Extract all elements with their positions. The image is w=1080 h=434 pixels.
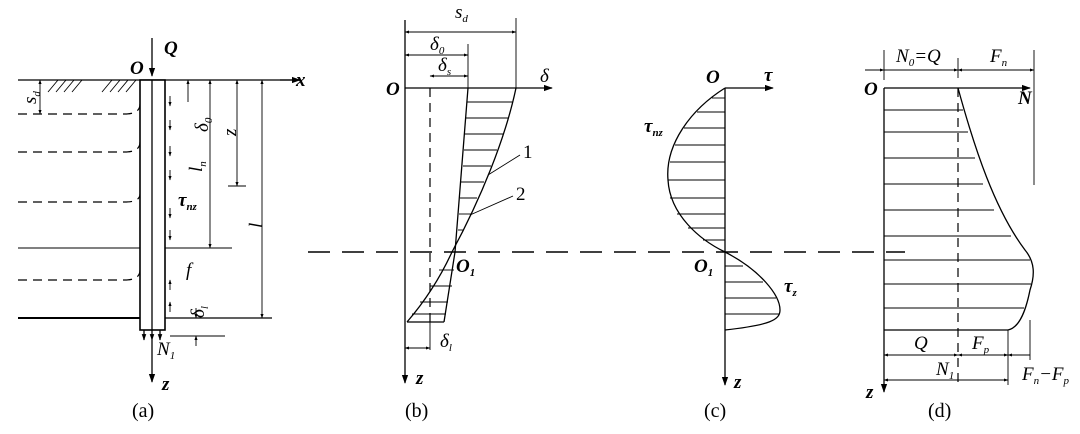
pile-displacement-curve bbox=[443, 87, 469, 323]
ln-label: ln bbox=[186, 161, 209, 172]
origin-O-label-c: O bbox=[706, 67, 720, 88]
caption-b: (b) bbox=[405, 400, 428, 422]
Fp-label: Fp bbox=[971, 333, 990, 356]
N-axis-label: N bbox=[1017, 88, 1033, 109]
axial-force-curve bbox=[957, 87, 1034, 331]
load-Q-label: Q bbox=[164, 38, 178, 59]
z-axis-label-c: z bbox=[733, 372, 742, 393]
caption-c: (c) bbox=[704, 400, 726, 422]
origin-O-label: O bbox=[130, 58, 144, 79]
deltas-label-b: δs bbox=[438, 55, 451, 78]
N1-label: N1 bbox=[156, 339, 175, 362]
tau-nz-label: τnz bbox=[178, 190, 198, 213]
N0-eq-Q-label: N0=Q bbox=[895, 46, 941, 69]
origin-O-label-d: O bbox=[864, 79, 878, 100]
Fn-label: Fn bbox=[989, 46, 1008, 69]
O1-label-b: O1 bbox=[456, 256, 475, 279]
Fn-minus-Fp-label: Fn−Fp bbox=[1021, 364, 1070, 387]
panel-d: N0=Q Fn O N Q Fp N1 Fn−Fp z (d) bbox=[864, 46, 1070, 422]
tau-z-curve bbox=[724, 251, 781, 331]
delta-axis-label: δ bbox=[540, 66, 550, 87]
z-axis-label-b: z bbox=[415, 368, 424, 389]
tau-axis-label: τ bbox=[764, 65, 773, 86]
sd-label-b: sd bbox=[455, 2, 468, 25]
tau-nz-curve bbox=[667, 87, 726, 253]
panel-b: sd δ0 δs δ O 1 2 O1 δl z (b) bbox=[386, 2, 553, 422]
sd-label: sd bbox=[20, 91, 43, 104]
tau-nz-label-c: τnz bbox=[644, 116, 664, 139]
ground-hatch bbox=[47, 79, 137, 93]
delta-l-label-b: δl bbox=[440, 331, 452, 354]
panel-a: Q O x sd δ0 z ln τnz l f δl N1 z (a) bbox=[18, 38, 306, 422]
curve-2-label: 2 bbox=[516, 184, 526, 205]
delta-l-label: δl bbox=[188, 306, 211, 318]
delta0-label-b: δ0 bbox=[430, 34, 445, 57]
caption-a: (a) bbox=[132, 400, 154, 422]
soil-settlement-curve bbox=[406, 87, 517, 323]
z-axis-label-d: z bbox=[865, 382, 874, 403]
O1-label-c: O1 bbox=[694, 256, 713, 279]
tau-z-label-c: τz bbox=[784, 276, 797, 299]
origin-O-label-b: O bbox=[386, 79, 400, 100]
x-axis-label: x bbox=[295, 70, 306, 91]
caption-d: (d) bbox=[928, 400, 951, 422]
delta0-label: δ0 bbox=[192, 117, 215, 132]
z-dimension-label: z bbox=[220, 128, 241, 137]
Q-bottom-label: Q bbox=[914, 333, 928, 354]
N1-label-d: N1 bbox=[935, 359, 954, 382]
l-label: l bbox=[246, 223, 267, 228]
z-axis-label-a: z bbox=[161, 374, 170, 395]
panel-c: O τ τnz O1 τz z (c) bbox=[644, 65, 797, 422]
f-label: f bbox=[186, 260, 194, 281]
curve-1-label: 1 bbox=[523, 142, 533, 163]
